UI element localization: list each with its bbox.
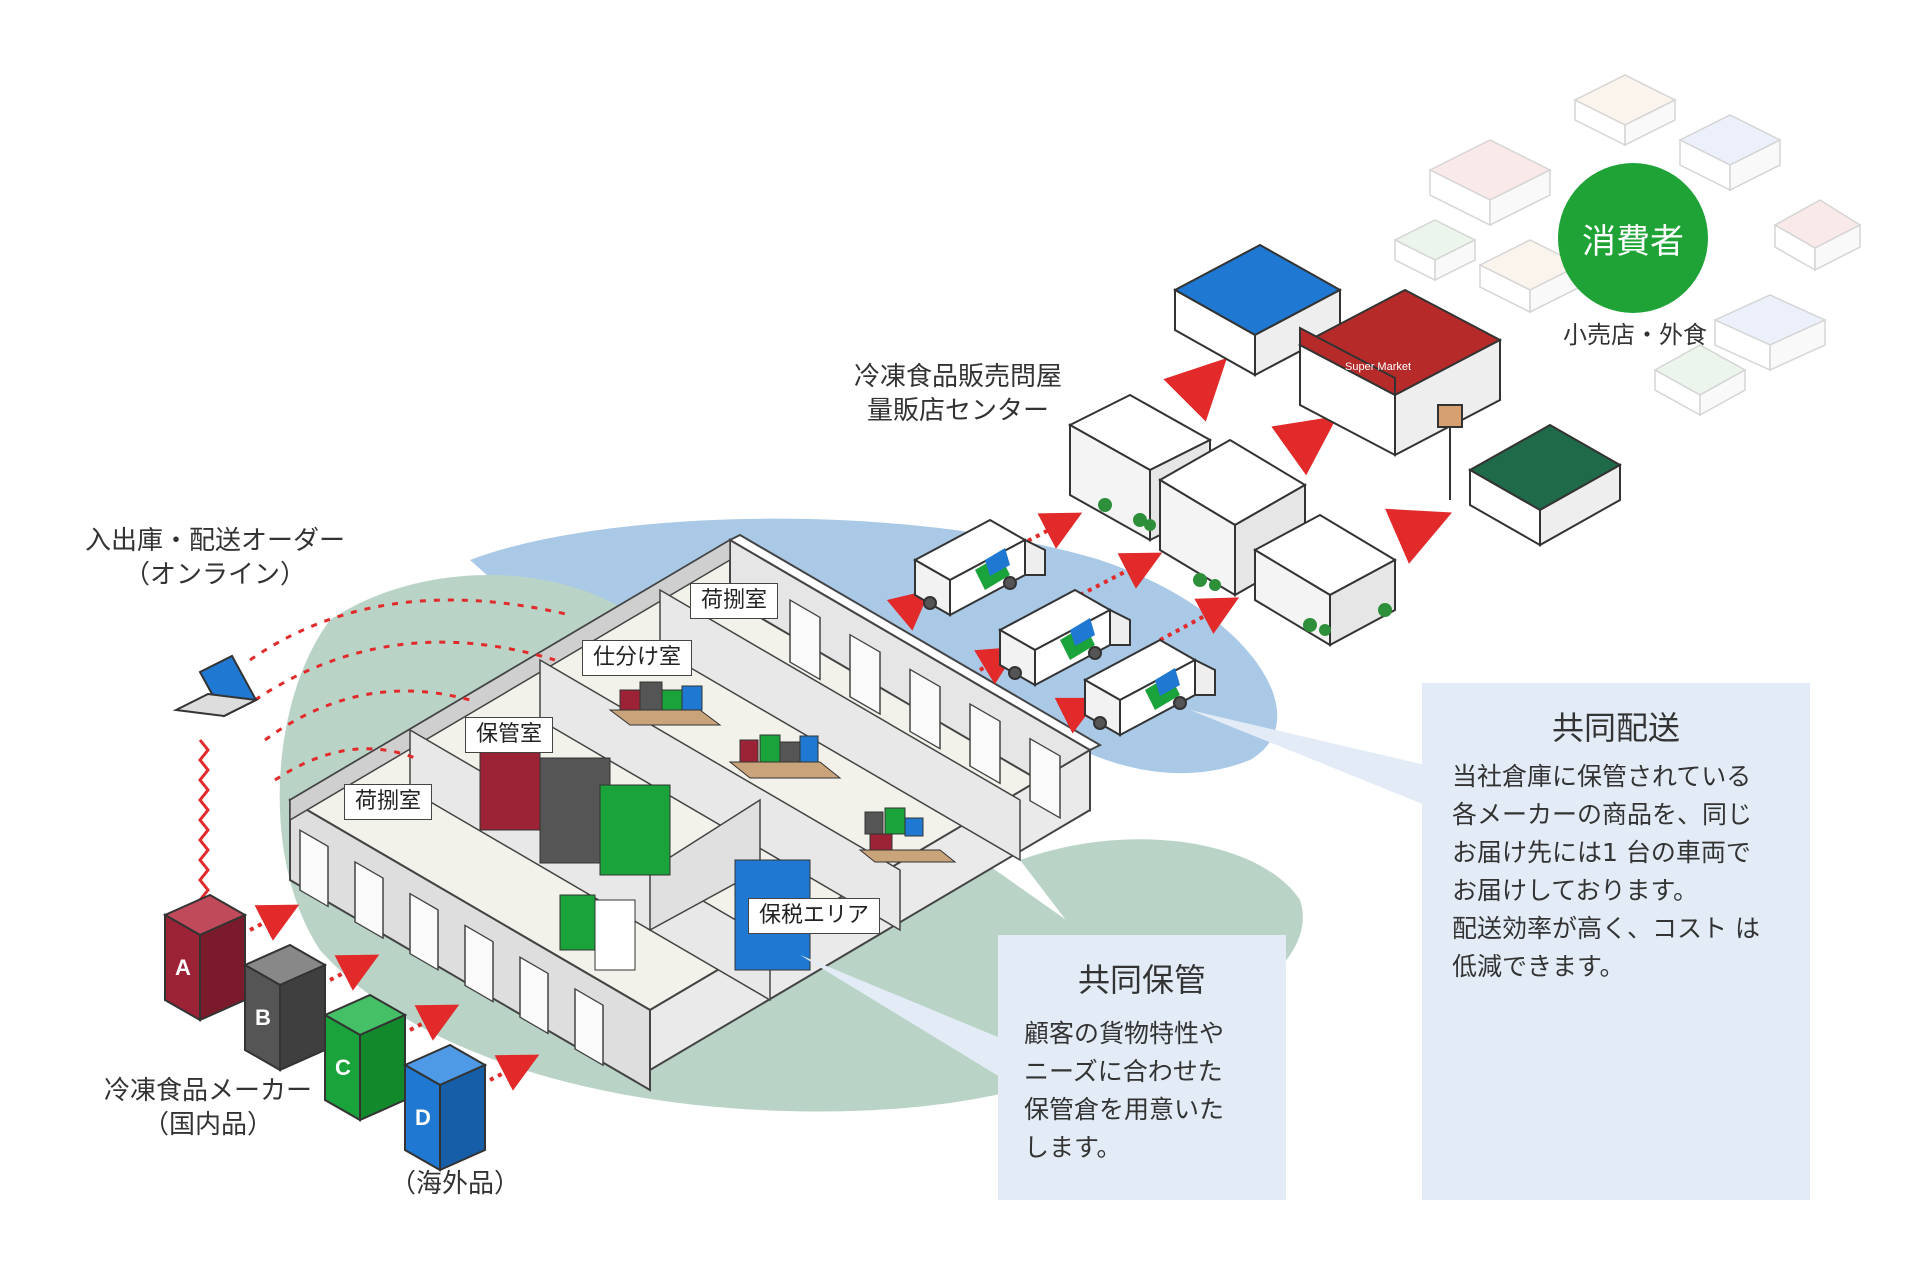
storage-panel-body: 顧客の貨物特性や ニーズに合わせた 保管倉を用意いた します。 (1024, 1015, 1224, 1167)
order-label-line2: （オンライン） (123, 560, 306, 590)
room-tag-shiwake: 仕分け室 (582, 640, 693, 676)
laptop-icon (172, 654, 260, 718)
faded-houses (1393, 74, 1862, 417)
delivery-panel: 共同配送 当社倉庫に保管されている 各メーカーの商品を、同じ お届け先には1 台… (1422, 683, 1810, 1200)
delivery-line-2: 各メーカーの商品を、同じ (1452, 800, 1753, 829)
storage-line-4: します。 (1024, 1133, 1122, 1162)
delivery-callout-pointer (1190, 710, 1425, 805)
maker-label-line2: （国内品） (142, 1110, 273, 1140)
supermarket-sign: Super Market (1345, 361, 1411, 373)
distribution-centers (1067, 393, 1398, 647)
storage-line-3: 保管倉を用意いた (1024, 1095, 1225, 1124)
room-tag-hokan: 保管室 (465, 717, 554, 753)
room-tag-nimotsu-top: 荷捌室 (690, 583, 779, 619)
maker-label: 冷凍食品メーカー （国内品） (88, 1074, 328, 1142)
box-d-letter: D (415, 1105, 431, 1130)
delivery-line-3: お届け先には1 台の車両で (1452, 838, 1751, 867)
consumer-badge: 消費者 (1558, 163, 1708, 313)
overseas-label: （海外品） (389, 1169, 520, 1199)
storage-panel: 共同保管 顧客の貨物特性や ニーズに合わせた 保管倉を用意いた します。 (998, 935, 1286, 1200)
wholesale-label-line2: 量販店センター (866, 396, 1049, 426)
order-label-line1: 入出庫・配送オーダー (84, 526, 345, 556)
wholesale-label: 冷凍食品販売問屋 量販店センター (838, 360, 1078, 428)
warehouse (288, 533, 1103, 1092)
box-a-letter: A (175, 955, 191, 980)
order-label: 入出庫・配送オーダー （オンライン） (70, 524, 360, 592)
delivery-panel-body: 当社倉庫に保管されている 各メーカーの商品を、同じ お届け先には1 台の車両で … (1452, 758, 1760, 986)
delivery-trucks (912, 518, 1216, 737)
retail-shops (1172, 243, 1623, 547)
box-c-letter: C (335, 1055, 351, 1080)
network-signal (249, 598, 571, 782)
storage-panel-title: 共同保管 (1077, 961, 1206, 999)
delivery-line-6: 低減できます。 (1452, 952, 1625, 981)
storage-line-2: ニーズに合わせた (1024, 1057, 1223, 1086)
connection-zigzag (198, 739, 210, 901)
delivery-line-4: お届けしております。 (1452, 876, 1699, 905)
maker-label-line1: 冷凍食品メーカー (103, 1076, 312, 1106)
wholesale-label-line1: 冷凍食品販売問屋 (853, 362, 1062, 392)
solid-arrows (1163, 358, 1453, 564)
retail-label: 小売店・外食 (1563, 321, 1707, 349)
room-tag-hozei: 保税エリア (748, 898, 881, 934)
delivery-panel-title: 共同配送 (1551, 709, 1680, 747)
flow-arrows (249, 512, 1240, 1091)
maker-boxes (162, 893, 488, 1172)
room-tag-nimotsu-left: 荷捌室 (344, 784, 433, 820)
storage-callout-pointer (800, 955, 1005, 1080)
delivery-line-5: 配送効率が高く、コスト は (1452, 914, 1760, 943)
delivery-line-1: 当社倉庫に保管されている (1452, 762, 1752, 791)
box-b-letter: B (255, 1005, 271, 1030)
storage-line-1: 顧客の貨物特性や (1024, 1019, 1225, 1048)
